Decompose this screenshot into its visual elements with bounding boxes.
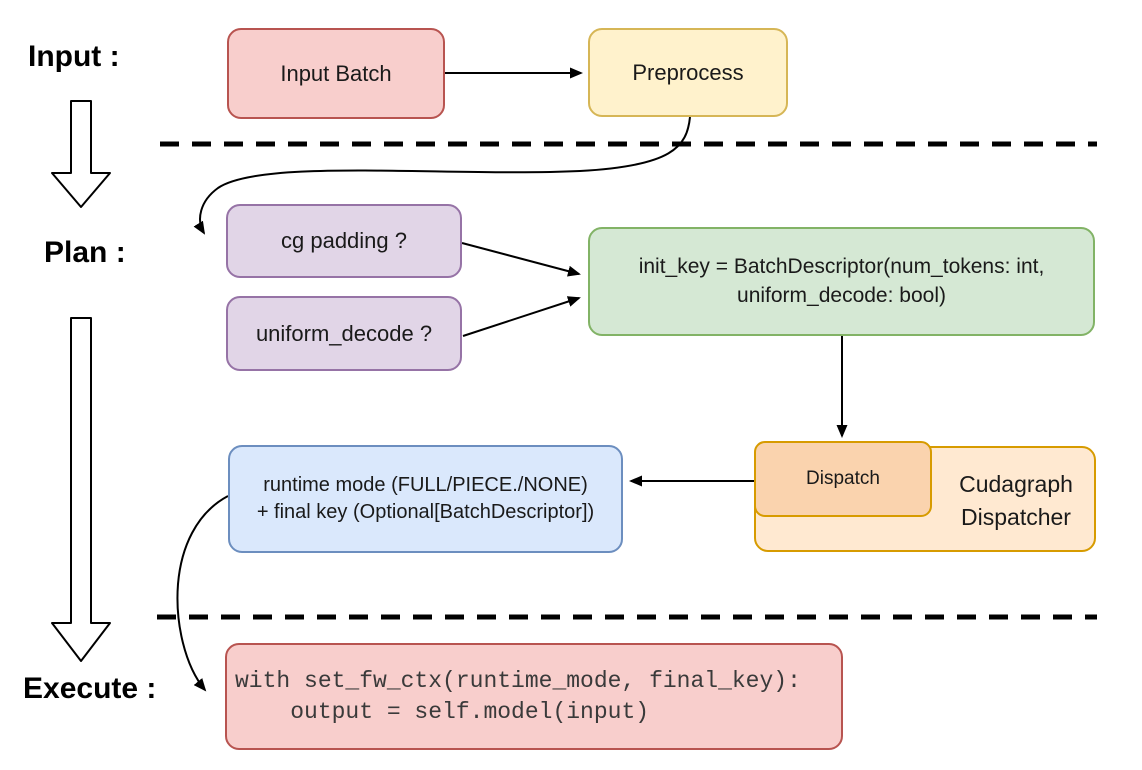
init-key-line1: init_key = BatchDescriptor(num_tokens: i… — [638, 255, 1045, 279]
curve-runtime-mode-to-execute-code — [176, 495, 229, 692]
execute-code-line1: with set_fw_ctx(runtime_mode, final_key)… — [235, 668, 801, 695]
label-input-phase: Input : — [28, 40, 120, 73]
node-input-batch: Input Batch — [227, 28, 445, 119]
hollow-arrow-input-to-plan — [51, 100, 111, 208]
node-init-key: init_key = BatchDescriptor(num_tokens: i… — [588, 227, 1095, 336]
node-dispatch: Dispatch — [754, 441, 932, 517]
hollow-arrow-plan-to-execute — [51, 317, 111, 662]
cudagraph-dispatcher-caption: Cudagraph Dispatcher — [936, 448, 1096, 554]
curve-preprocess-to-cg-padding — [193, 116, 691, 235]
label-plan-phase: Plan : — [44, 236, 126, 269]
node-execute-code: with set_fw_ctx(runtime_mode, final_key)… — [225, 643, 843, 750]
node-uniform-decode: uniform_decode ? — [226, 296, 462, 371]
node-runtime-mode: runtime mode (FULL/PIECE./NONE) + final … — [228, 445, 623, 553]
init-key-line2: uniform_decode: bool) — [737, 283, 946, 307]
runtime-mode-line2: + final key (Optional[BatchDescriptor]) — [256, 501, 595, 523]
label-execute-phase: Execute : — [23, 672, 157, 705]
input-batch-text: Input Batch — [280, 60, 392, 86]
dispatcher-line1: Cudagraph — [959, 470, 1073, 497]
execute-code-line2: output = self.model(input) — [235, 698, 650, 725]
arrow-uniform-decode-to-init-key — [462, 296, 581, 337]
preprocess-text: Preprocess — [632, 59, 744, 85]
cg-padding-text: cg padding ? — [281, 228, 407, 254]
node-cg-padding: cg padding ? — [226, 204, 462, 278]
uniform-decode-text: uniform_decode ? — [255, 320, 433, 346]
runtime-mode-line1: runtime mode (FULL/PIECE./NONE) — [263, 474, 588, 496]
node-preprocess: Preprocess — [588, 28, 788, 117]
dispatcher-line2: Dispatcher — [961, 504, 1071, 530]
dispatch-text: Dispatch — [806, 468, 880, 490]
arrow-cg-padding-to-init-key — [461, 242, 581, 277]
